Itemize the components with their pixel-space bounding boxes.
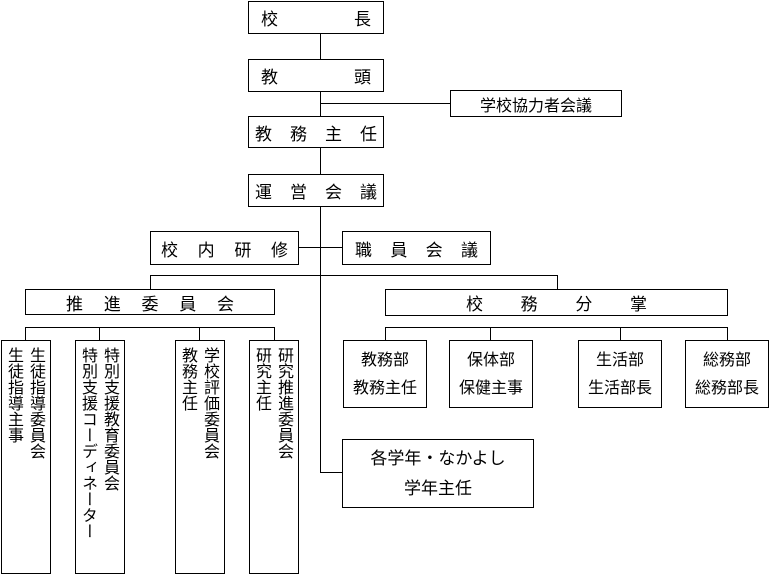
head-teacher-char: 任 bbox=[360, 124, 377, 145]
dept-name: 生活部 bbox=[595, 350, 644, 369]
promotion-committee-char: 員 bbox=[179, 294, 197, 315]
grades-head: 学年主任 bbox=[404, 478, 472, 499]
grades-name: 各学年・なかよし bbox=[370, 448, 506, 469]
promotion-committee-char: 委 bbox=[141, 294, 159, 315]
connector-line bbox=[320, 33, 321, 59]
connector-line bbox=[320, 92, 321, 117]
principal-char: 長 bbox=[354, 10, 371, 30]
student-guidance-committee-box: 生徒指導委員会 生徒指導主事 bbox=[1, 340, 51, 574]
management-meeting-char: 運 bbox=[255, 183, 272, 203]
special-support-committee-box: 特別支援教育委員会 特別支援コーディネーター bbox=[75, 340, 125, 574]
dept-head: 保健主事 bbox=[458, 378, 523, 397]
staff-meeting-box: 職 員 会 議 bbox=[342, 231, 491, 265]
connector-line bbox=[385, 327, 728, 328]
internal-training-box: 校 内 研 修 bbox=[150, 231, 299, 265]
school-affairs-char: 掌 bbox=[629, 295, 647, 315]
general-affairs-dept-box: 総務部 総務部長 bbox=[685, 340, 769, 408]
school-affairs-char: 務 bbox=[520, 295, 538, 315]
head-teacher-char: 教 bbox=[255, 124, 272, 145]
connector-line bbox=[320, 103, 451, 104]
promotion-committee-box: 推 進 委 員 会 bbox=[25, 289, 275, 315]
vice-principal-char: 頭 bbox=[354, 68, 371, 88]
grades-box: 各学年・なかよし 学年主任 bbox=[342, 439, 534, 508]
school-affairs-box: 校 務 分 掌 bbox=[385, 289, 728, 316]
dept-name: 保体部 bbox=[466, 350, 515, 369]
staff-meeting-char: 員 bbox=[390, 240, 408, 261]
connector-line bbox=[320, 206, 321, 472]
connector-line bbox=[298, 247, 342, 248]
internal-training-char: 研 bbox=[234, 240, 252, 261]
promotion-committee-char: 進 bbox=[103, 294, 121, 315]
research-committee-box: 研究推進委員会 研究主任 bbox=[249, 340, 299, 574]
promotion-committee-char: 会 bbox=[217, 294, 234, 315]
school-evaluation-committee-label: 学校評価委員会 bbox=[201, 347, 220, 459]
principal-char: 校 bbox=[261, 10, 278, 30]
connector-line bbox=[320, 472, 342, 473]
connector-line bbox=[274, 327, 275, 340]
connector-line bbox=[320, 147, 321, 174]
connector-line bbox=[25, 327, 275, 328]
connector-line bbox=[150, 275, 558, 276]
connector-line bbox=[620, 327, 621, 340]
dept-name: 総務部 bbox=[702, 350, 751, 369]
school-evaluation-committee-box: 学校評価委員会 教務主任 bbox=[175, 340, 225, 574]
connector-line bbox=[199, 327, 200, 340]
connector-line bbox=[385, 327, 386, 340]
management-meeting-box: 運 営 会 議 bbox=[248, 174, 384, 207]
dept-head: 生活部長 bbox=[587, 378, 652, 397]
dept-head: 教務主任 bbox=[352, 378, 417, 397]
internal-training-char: 校 bbox=[161, 240, 178, 261]
head-teacher-char: 務 bbox=[290, 124, 307, 145]
promotion-committee-char: 推 bbox=[66, 294, 83, 315]
connector-line bbox=[727, 327, 728, 340]
academic-affairs-dept-box: 教務部 教務主任 bbox=[343, 340, 427, 408]
student-guidance-committee-label: 生徒指導委員会 bbox=[27, 347, 46, 459]
management-meeting-char: 営 bbox=[290, 183, 307, 203]
connector-line bbox=[99, 327, 100, 340]
dept-head: 総務部長 bbox=[694, 378, 759, 397]
school-council-box: 学校協力者会議 bbox=[450, 90, 622, 117]
school-evaluation-head-label: 教務主任 bbox=[179, 347, 198, 411]
school-affairs-char: 分 bbox=[575, 295, 593, 315]
staff-meeting-char: 会 bbox=[425, 240, 443, 261]
special-support-coordinator-label: 特別支援コーディネーター bbox=[79, 347, 98, 539]
head-teacher-char: 主 bbox=[325, 124, 342, 145]
vice-principal-char: 教 bbox=[261, 68, 278, 88]
internal-training-char: 内 bbox=[197, 240, 215, 261]
dept-name: 教務部 bbox=[360, 350, 409, 369]
school-affairs-char: 校 bbox=[466, 295, 483, 315]
staff-meeting-char: 職 bbox=[355, 240, 372, 261]
student-guidance-director-label: 生徒指導主事 bbox=[5, 347, 24, 443]
school-council-label: 学校協力者会議 bbox=[479, 95, 592, 115]
vice-principal-box: 教 頭 bbox=[248, 59, 384, 92]
connector-line bbox=[490, 327, 491, 340]
health-pe-dept-box: 保体部 保健主事 bbox=[449, 340, 533, 408]
internal-training-char: 修 bbox=[270, 240, 288, 261]
connector-line bbox=[150, 275, 151, 289]
research-head-label: 研究主任 bbox=[253, 347, 272, 411]
management-meeting-char: 会 bbox=[325, 183, 342, 203]
special-support-committee-label: 特別支援教育委員会 bbox=[101, 347, 120, 491]
connector-line bbox=[25, 327, 26, 340]
management-meeting-char: 議 bbox=[360, 183, 377, 203]
research-committee-label: 研究推進委員会 bbox=[275, 347, 294, 459]
head-teacher-box: 教 務 主 任 bbox=[248, 116, 384, 148]
principal-box: 校 長 bbox=[248, 1, 384, 34]
staff-meeting-char: 議 bbox=[460, 240, 478, 261]
student-life-dept-box: 生活部 生活部長 bbox=[578, 340, 662, 408]
connector-line bbox=[557, 275, 558, 289]
